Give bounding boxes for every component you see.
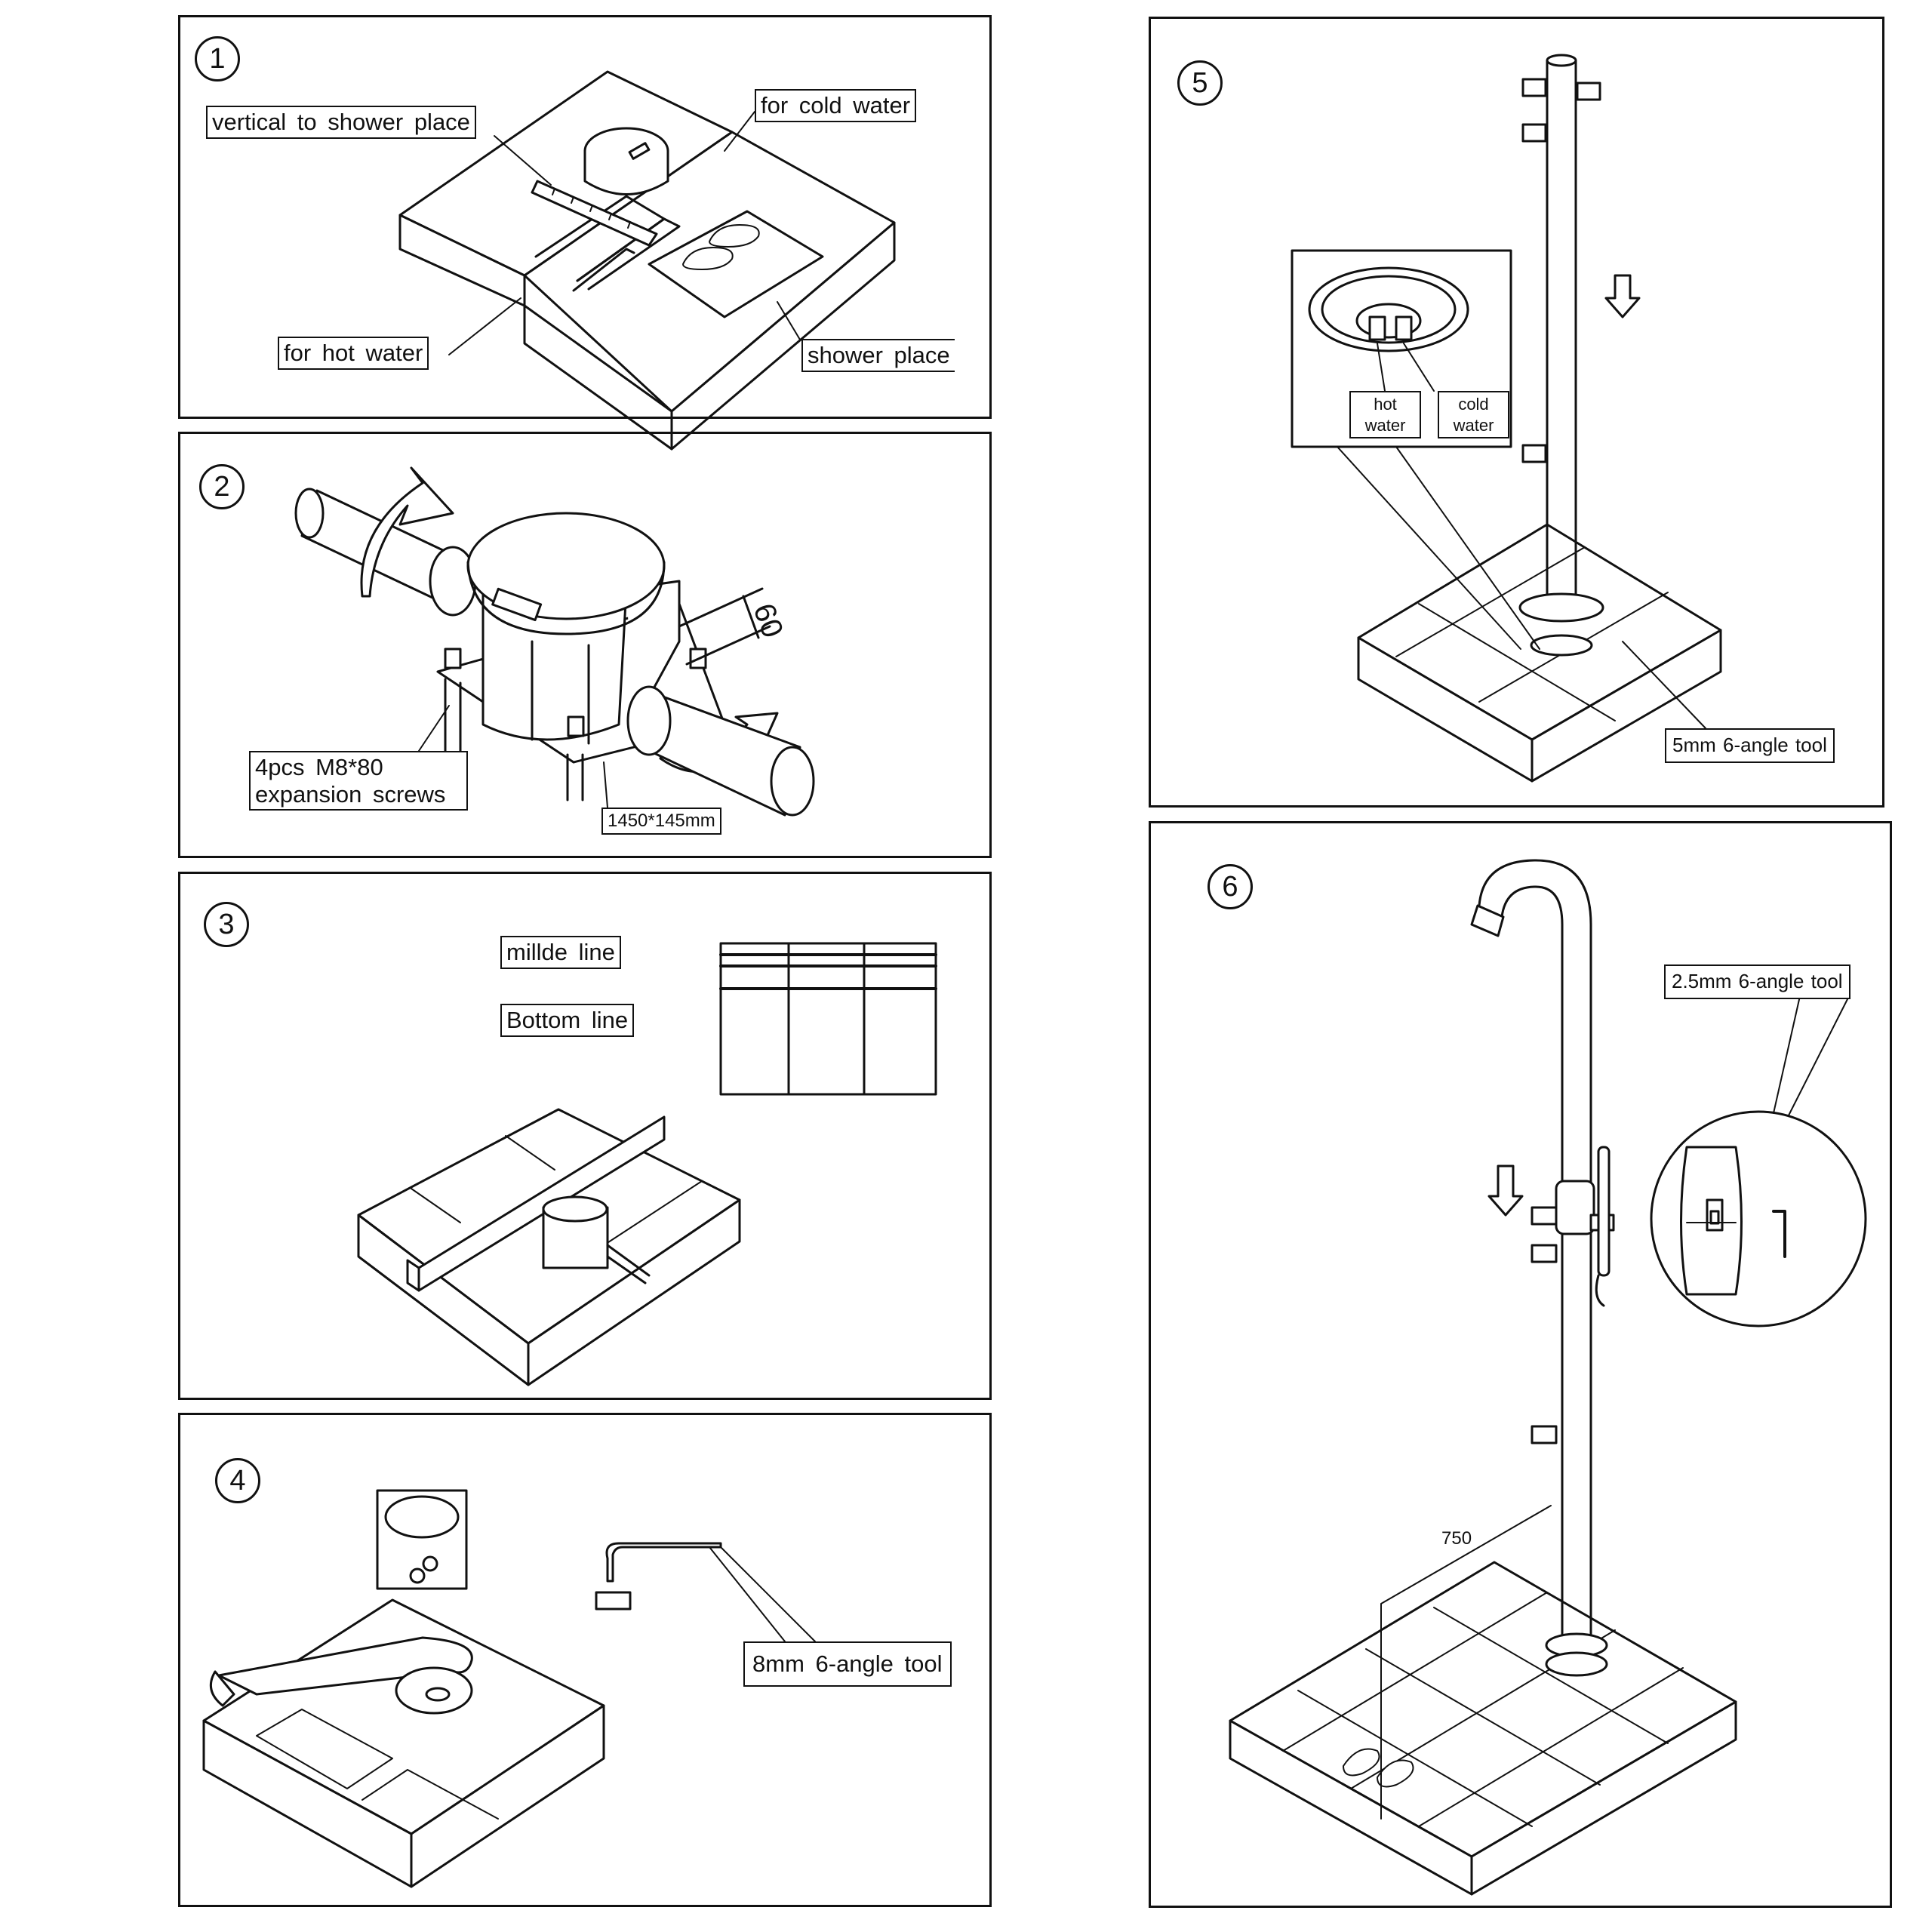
panel6-art [1229, 859, 1867, 1896]
label-middle-line: millde line [500, 936, 621, 969]
label-plate-size: 1450*145mm [601, 808, 721, 835]
label-bottom-line: Bottom line [500, 1004, 635, 1037]
panel1-art [398, 70, 896, 451]
label-expansion-screws: 4pcs M8*80 expansion screws [249, 751, 468, 811]
step-number-4: 4 [215, 1458, 260, 1503]
step-number-5: 5 [1177, 60, 1223, 106]
panel4-art [202, 1489, 816, 1888]
label-for-cold-water: for cold water [755, 89, 917, 122]
step-number-2: 2 [199, 464, 245, 509]
panel-3 [178, 872, 992, 1400]
panel-1 [178, 15, 992, 419]
label-5mm-tool: 5mm 6-angle tool [1665, 728, 1835, 763]
step-number-3: 3 [204, 902, 249, 947]
dimension-750: 750 [1441, 1528, 1472, 1549]
panel2-art [294, 466, 815, 817]
panel-5 [1149, 17, 1884, 808]
step-number-1: 1 [195, 36, 240, 82]
label-for-hot-water: for hot water [278, 337, 429, 370]
panel-6 [1149, 821, 1892, 1908]
panel-4 [178, 1413, 992, 1907]
label-shower-place: shower place [801, 339, 955, 372]
label-vertical-to-shower-place: vertical to shower place [206, 106, 476, 139]
panel-2 [178, 432, 992, 858]
label-8mm-tool: 8mm 6-angle tool [743, 1641, 952, 1687]
step-number-6: 6 [1208, 864, 1253, 909]
label-2-5mm-tool: 2.5mm 6-angle tool [1664, 964, 1850, 999]
label-hot-water-inset: hot water [1349, 391, 1421, 438]
panel3-art [357, 942, 937, 1386]
label-cold-water-inset: cold water [1438, 391, 1509, 438]
panel5-art [1291, 54, 1722, 783]
